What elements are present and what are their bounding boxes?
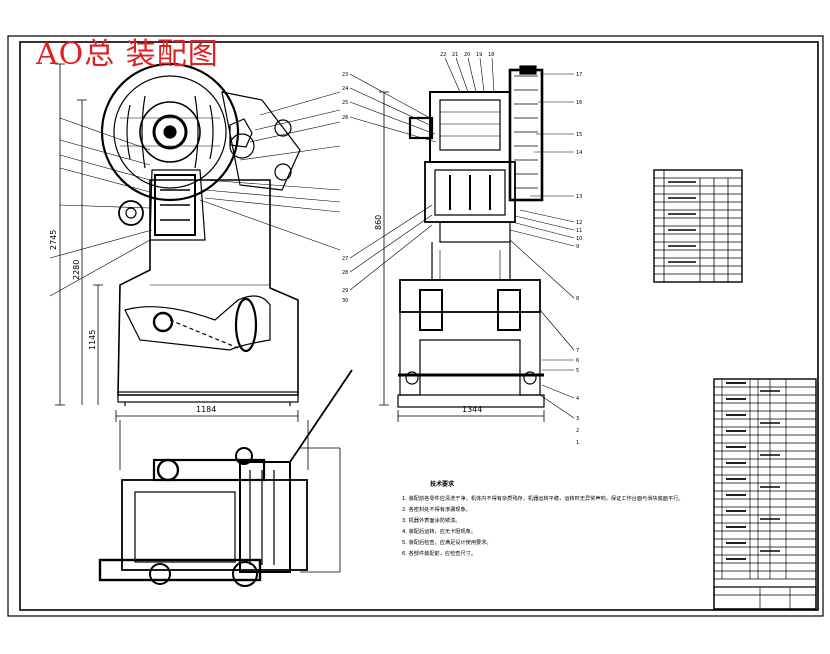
callout-number: 10 [576, 236, 582, 242]
callout-number: 28 [342, 270, 348, 276]
dim-side-width: 1344 [462, 405, 482, 414]
callout-number: 3 [576, 416, 579, 422]
outer-frame [7, 35, 824, 617]
callout-number: 14 [576, 150, 582, 156]
callout-number: 24 [342, 86, 348, 92]
side-callouts-right: 17 16 15 14 13 12 11 10 9 8 7 6 5 4 3 2 1 [576, 72, 582, 446]
callout-number: 8 [576, 296, 579, 302]
dim-front-height-total: 2745 [49, 230, 58, 250]
callout-number: 25 [342, 100, 348, 106]
side-view [349, 57, 575, 422]
side-callouts-left: 23 24 25 26 27 28 29 30 [342, 72, 348, 304]
notes-list: 1. 装配前各零件应清洗干净，机体内不得有杂质残存，机器运转平稳，运转时无异常声… [402, 494, 684, 557]
side-callouts-top: 22 21 20 19 18 [440, 52, 494, 58]
notes-heading: 技术要求 [430, 480, 455, 488]
callout-number: 27 [342, 256, 348, 262]
callout-number: 23 [342, 72, 348, 78]
callout-number: 5 [576, 368, 579, 374]
note-item: 1. 装配前各零件应清洗干净，机体内不得有杂质残存，机器运转平稳，运转时无异常声… [402, 494, 684, 502]
note-item: 4. 装配后运转，应无卡阻现象。 [402, 527, 476, 535]
callout-number: 12 [576, 220, 582, 226]
callout-number: 15 [576, 132, 582, 138]
callout-number: 30 [342, 298, 348, 304]
callout-number: 6 [576, 358, 579, 364]
callout-number: 21 [452, 52, 458, 58]
note-item: 2. 各密封处不得有渗漏现象。 [402, 505, 471, 513]
callout-number: 4 [576, 396, 579, 402]
callout-number: 2 [576, 428, 579, 434]
bottom-view [98, 369, 353, 587]
parts-table-small [653, 169, 743, 283]
dim-front-height-mid: 2280 [72, 260, 81, 280]
front-view [49, 62, 341, 422]
note-item: 6. 各部件装配前，应检查尺寸。 [402, 549, 476, 557]
dim-side-height: 860 [374, 215, 383, 230]
callout-number: 17 [576, 72, 582, 78]
callout-number: 22 [440, 52, 446, 58]
dim-front-width: 1184 [196, 405, 216, 414]
callout-number: 19 [476, 52, 482, 58]
note-item: 3. 机器外表面涂防锈漆。 [402, 516, 460, 524]
callout-number: 7 [576, 348, 579, 354]
callout-number: 29 [342, 288, 348, 294]
callout-number: 16 [576, 100, 582, 106]
callout-number: 9 [576, 244, 579, 250]
callout-number: 26 [342, 115, 348, 121]
note-item: 5. 装配后检查，应满足设计使用要求。 [402, 538, 492, 546]
callout-number: 11 [576, 228, 582, 234]
callout-number: 1 [576, 440, 579, 446]
callout-number: 20 [464, 52, 470, 58]
title-block [713, 378, 817, 610]
callout-number: 13 [576, 194, 582, 200]
stamp-title: AO总 装配图 [36, 37, 219, 72]
dim-front-height-lower: 1145 [88, 330, 97, 350]
callout-number: 18 [488, 52, 494, 58]
inner-frame [19, 41, 819, 611]
